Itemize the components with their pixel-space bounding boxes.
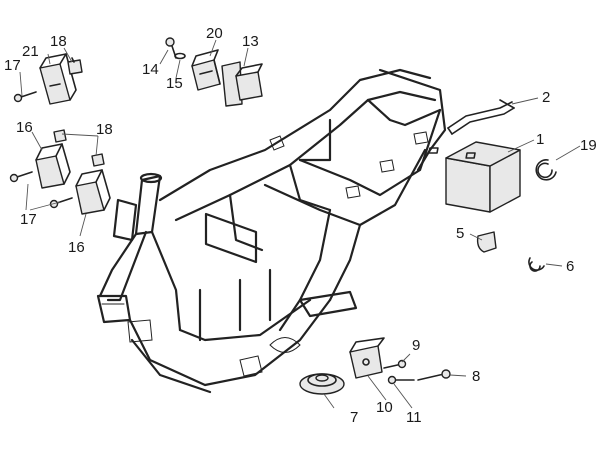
- callout-14: 14: [142, 61, 159, 78]
- callout-9: 9: [412, 337, 420, 354]
- callout-8: 8: [472, 368, 480, 385]
- rubber-part-5: [476, 231, 497, 253]
- callout-18a: 18: [50, 33, 67, 50]
- ring-part-6: [528, 257, 545, 272]
- callout-2: 2: [542, 89, 550, 106]
- callout-10: 10: [376, 399, 393, 416]
- battery-strap-part-2: [447, 99, 515, 135]
- clip-part-18-mid: [53, 129, 105, 167]
- callout-20: 20: [206, 25, 223, 42]
- callout-17a: 17: [4, 57, 21, 74]
- callout-18b: 18: [96, 121, 113, 138]
- bolt-part-8: [417, 369, 451, 381]
- callout-13: 13: [242, 33, 259, 50]
- callout-7: 7: [350, 409, 358, 426]
- scooter-frame: [96, 68, 447, 394]
- relay-part-16-upper: [35, 143, 71, 189]
- callout-16a: 16: [16, 119, 33, 136]
- relay-part-20: [191, 49, 221, 91]
- callout-17b: 17: [20, 211, 37, 228]
- relay-part-16-lower: [75, 169, 111, 215]
- callout-labels: 1 2 5 6 7 8 9 10 11 13 14 15 16 16 17 17…: [4, 25, 597, 426]
- callout-5: 5: [456, 225, 464, 242]
- ring-part-19: [535, 159, 557, 181]
- bracket-part-13: [221, 61, 263, 107]
- callout-15: 15: [166, 75, 183, 92]
- screw-part-17-top: [13, 91, 37, 103]
- callout-16b: 16: [68, 239, 85, 256]
- horn-part-7: [299, 373, 345, 395]
- callout-19: 19: [580, 137, 597, 154]
- washer-part-15: [174, 52, 186, 60]
- battery-part-1: [428, 141, 521, 213]
- bolt-part-11: [387, 375, 415, 385]
- bolt-part-9: [383, 359, 407, 369]
- clip-part-18-top: [67, 57, 83, 75]
- callout-21: 21: [22, 43, 39, 60]
- leader-lines: [19, 39, 581, 409]
- callout-11: 11: [406, 409, 422, 426]
- bracket-part-10: [349, 337, 385, 379]
- callout-6: 6: [566, 258, 574, 275]
- callout-1: 1: [536, 131, 544, 148]
